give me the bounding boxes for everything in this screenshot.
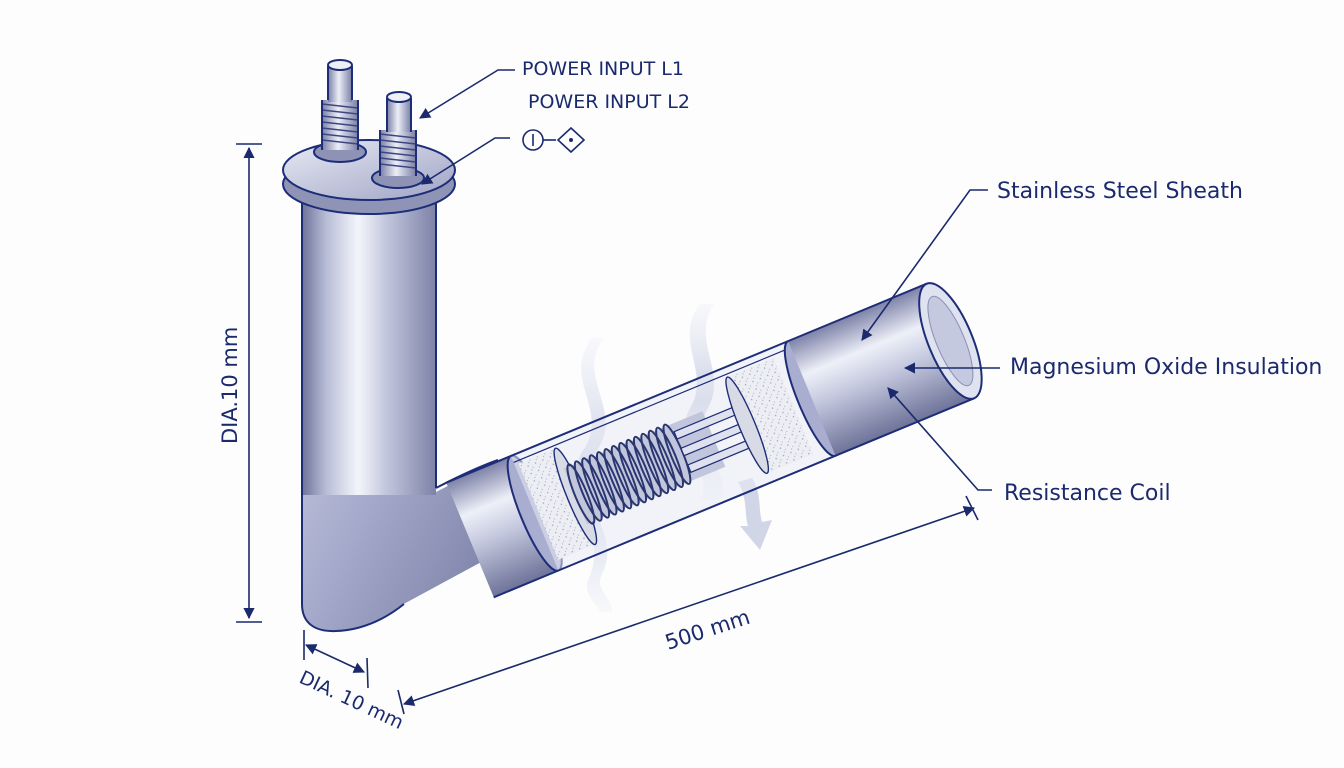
- label-resistance-coil: Resistance Coil: [1004, 481, 1171, 506]
- top-cap: [282, 139, 456, 201]
- bend-lower-edge: [335, 603, 405, 632]
- terminal-l1: [313, 59, 367, 163]
- terminal-l2: [371, 91, 425, 189]
- insulation-far: [727, 358, 814, 474]
- label-power-input-l2: POWER INPUT L2: [528, 91, 690, 113]
- heater-horizontal-section: [445, 282, 983, 599]
- label-magnesium-oxide-insulation: Magnesium Oxide Insulation: [1010, 355, 1322, 380]
- vertical-tube-body: [302, 190, 436, 495]
- dimension-lines: [236, 143, 979, 715]
- label-power-input-l1: POWER INPUT L1: [522, 58, 684, 80]
- label-stainless-steel-sheath: Stainless Steel Sheath: [997, 179, 1243, 204]
- ground-circle-icon: [522, 129, 544, 151]
- leader-lines: [419, 69, 1000, 491]
- dim-vertical-diameter: DIA.10 mm: [218, 327, 242, 444]
- diamond-symbol-icon: [556, 126, 586, 154]
- vertical-tube-outline: [301, 190, 337, 633]
- dim-tube-diameter: DIA. 10 mm: [296, 667, 407, 734]
- dim-horizontal-length: 500 mm: [662, 605, 753, 655]
